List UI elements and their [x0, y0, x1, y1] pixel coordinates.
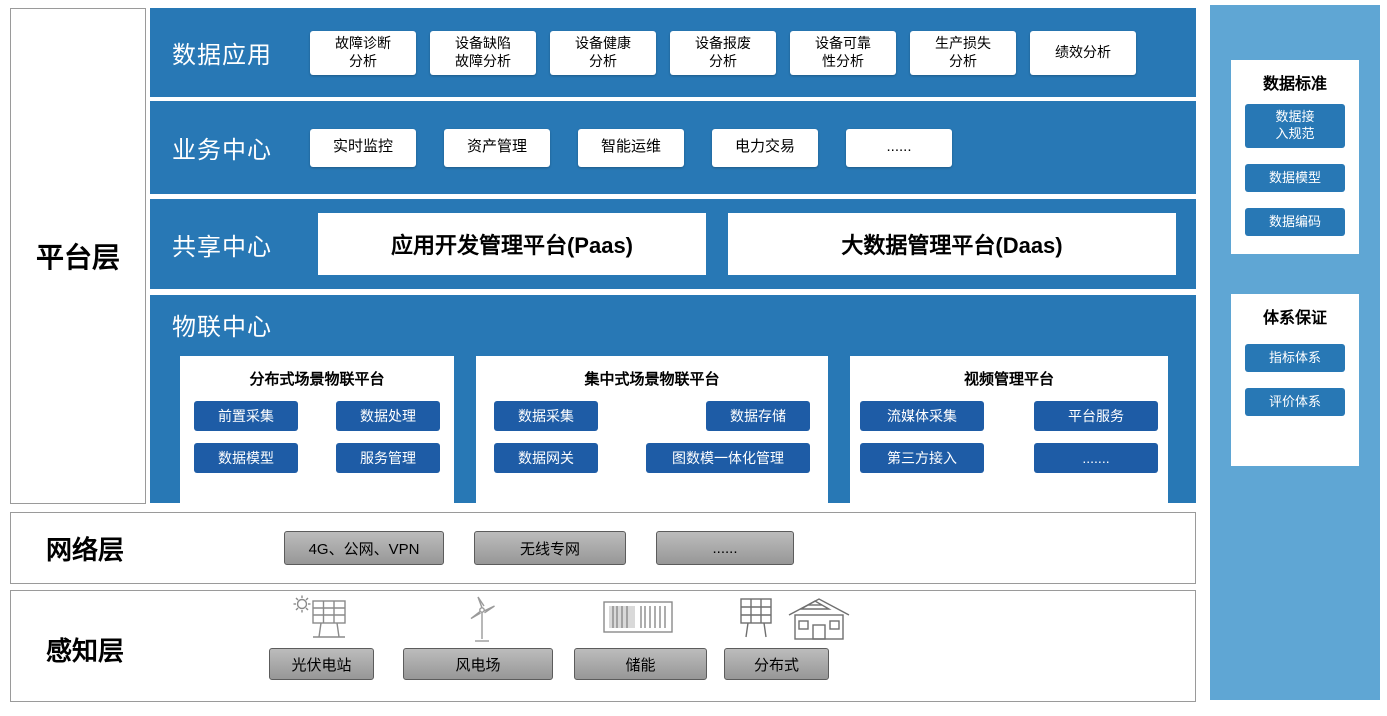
network-layer-label: 网络层	[46, 534, 125, 565]
network-layer-box: 网络层 4G、公网、VPN 无线专网 ......	[10, 512, 1196, 584]
perception-chip: 光伏电站	[269, 648, 374, 680]
sidebar-chip: 评价体系	[1245, 388, 1345, 416]
network-chip: ......	[656, 531, 794, 565]
app-chip: 设备健康 分析	[550, 30, 656, 75]
sharing-box-row: 应用开发管理平台(Paas) 大数据管理平台(Daas)	[318, 213, 1176, 275]
iot-center-band: 物联中心 分布式场景物联平台 前置采集 数据处理 数据模型 服务管理 集中式场景…	[150, 295, 1196, 504]
video-management-panel: 视频管理平台 流媒体采集 平台服务 第三方接入 .......	[850, 356, 1168, 504]
sidebar-chip: 指标体系	[1245, 344, 1345, 372]
iot-center-title: 物联中心	[172, 314, 272, 341]
iot-chip: .......	[1034, 443, 1158, 473]
app-chip: 故障诊断 分析	[310, 30, 416, 75]
sidebar-chip: 数据接 入规范	[1245, 104, 1345, 148]
perception-chip: 储能	[574, 648, 707, 680]
right-sidebar: 数据标准 数据接 入规范 数据模型 数据编码 体系保证 指标体系 评价体系	[1210, 5, 1380, 700]
iot-chip: 数据网关	[494, 443, 598, 473]
app-chip: 生产损失 分析	[910, 30, 1016, 75]
iot-chip: 服务管理	[336, 443, 440, 473]
panel-row: 流媒体采集 平台服务	[850, 401, 1168, 431]
business-chip: ......	[846, 128, 952, 167]
app-chip: 设备报废 分析	[670, 30, 776, 75]
daas-platform-box: 大数据管理平台(Daas)	[728, 213, 1176, 275]
iot-chip: 前置采集	[194, 401, 298, 431]
sharing-center-title: 共享中心	[172, 233, 272, 261]
business-chip: 电力交易	[712, 128, 818, 167]
sharing-center-band: 共享中心 应用开发管理平台(Paas) 大数据管理平台(Daas)	[150, 199, 1196, 289]
perception-layer-box: 感知层	[10, 590, 1196, 702]
system-assurance-title: 体系保证	[1262, 310, 1327, 327]
distributed-pv-icon	[733, 595, 859, 643]
iot-chip: 数据采集	[494, 401, 598, 431]
panel-row: 数据网关 图数模一体化管理	[476, 443, 828, 473]
data-standard-title: 数据标准	[1262, 76, 1327, 93]
business-chip: 实时监控	[310, 128, 416, 167]
data-standard-card: 数据标准 数据接 入规范 数据模型 数据编码	[1231, 60, 1359, 254]
perception-chip: 分布式	[724, 648, 829, 680]
iot-chip: 数据存储	[706, 401, 810, 431]
solar-plant-icon	[293, 595, 351, 641]
distributed-iot-panel: 分布式场景物联平台 前置采集 数据处理 数据模型 服务管理	[180, 356, 454, 504]
business-chip: 智能运维	[578, 128, 684, 167]
data-apps-chip-row: 故障诊断 分析 设备缺陷 故障分析 设备健康 分析 设备报废 分析 设备可靠 性…	[310, 30, 1150, 75]
business-center-band: 业务中心 实时监控 资产管理 智能运维 电力交易 ......	[150, 101, 1196, 194]
sidebar-chip: 数据编码	[1245, 208, 1345, 236]
iot-panel-row: 分布式场景物联平台 前置采集 数据处理 数据模型 服务管理 集中式场景物联平台 …	[180, 356, 1196, 504]
panel-row: 数据模型 服务管理	[180, 443, 454, 473]
perception-chip: 风电场	[403, 648, 553, 680]
panel-row: 第三方接入 .......	[850, 443, 1168, 473]
iot-chip: 流媒体采集	[860, 401, 984, 431]
panel-title: 集中式场景物联平台	[584, 371, 720, 388]
perception-layer-label: 感知层	[46, 636, 125, 666]
platform-layer-label: 平台层	[10, 8, 146, 504]
paas-platform-box: 应用开发管理平台(Paas)	[318, 213, 706, 275]
panel-title: 分布式场景物联平台	[249, 371, 385, 388]
business-center-title: 业务中心	[172, 137, 272, 164]
app-chip: 绩效分析	[1030, 30, 1136, 75]
network-chip-row: 4G、公网、VPN 无线专网 ......	[284, 531, 824, 565]
business-chip-row: 实时监控 资产管理 智能运维 电力交易 ......	[310, 128, 980, 167]
wind-turbine-icon	[459, 595, 505, 643]
iot-chip: 图数模一体化管理	[646, 443, 810, 473]
app-chip: 设备可靠 性分析	[790, 30, 896, 75]
data-apps-band: 数据应用 故障诊断 分析 设备缺陷 故障分析 设备健康 分析 设备报废 分析 设…	[150, 8, 1196, 97]
iot-chip: 平台服务	[1034, 401, 1158, 431]
data-apps-title: 数据应用	[172, 42, 272, 69]
iot-chip: 数据处理	[336, 401, 440, 431]
business-chip: 资产管理	[444, 128, 550, 167]
sidebar-chip: 数据模型	[1245, 164, 1345, 192]
app-chip: 设备缺陷 故障分析	[430, 30, 536, 75]
system-assurance-card: 体系保证 指标体系 评价体系	[1231, 294, 1359, 466]
energy-storage-icon	[603, 601, 673, 633]
panel-row: 前置采集 数据处理	[180, 401, 454, 431]
network-chip: 4G、公网、VPN	[284, 531, 444, 565]
iot-chip: 第三方接入	[860, 443, 984, 473]
panel-row: 数据采集 数据存储	[476, 401, 828, 431]
centralized-iot-panel: 集中式场景物联平台 数据采集 数据存储 数据网关 图数模一体化管理	[476, 356, 828, 504]
panel-title: 视频管理平台	[963, 371, 1054, 388]
network-chip: 无线专网	[474, 531, 626, 565]
iot-chip: 数据模型	[194, 443, 298, 473]
